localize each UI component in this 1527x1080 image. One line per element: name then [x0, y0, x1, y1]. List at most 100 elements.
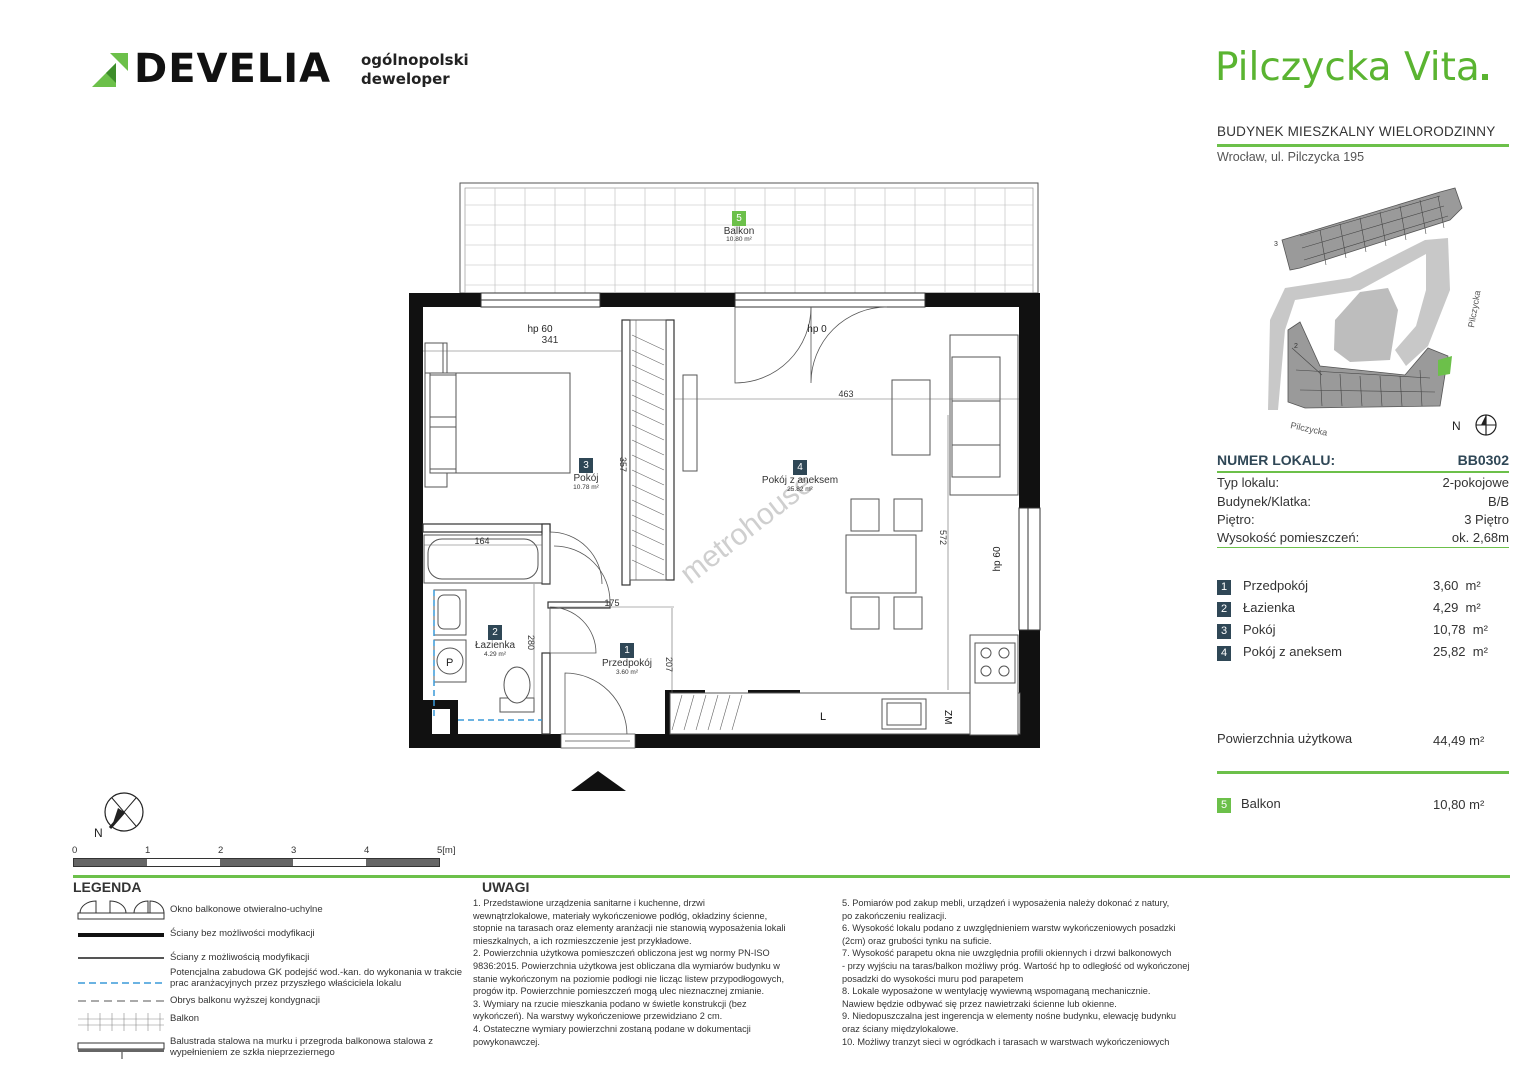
- room-4-area: 25.82 m²: [787, 486, 813, 493]
- site-map-highlight-unit: [1438, 356, 1452, 376]
- note-line: 1. Przedstawione urządzenia sanitarne i …: [473, 898, 705, 908]
- room-area-name: Łazienka: [1243, 600, 1296, 615]
- legend-item: Ściany z możliwością modyfikacji: [170, 952, 310, 963]
- project-name: Pilczycka Vita: [1215, 45, 1480, 90]
- project-address: Wrocław, ul. Pilczycka 195: [1217, 150, 1365, 164]
- note-line: stopnie na tarasach oraz elementy aranża…: [473, 923, 786, 934]
- room-3-num: 3: [579, 458, 593, 473]
- nightstand: [424, 342, 444, 374]
- dim-357: 357: [618, 457, 628, 472]
- site-map-courtyard-building: [1334, 288, 1398, 362]
- room-area-num: 2: [1217, 602, 1231, 617]
- room-area-value: 4,29: [1433, 600, 1459, 615]
- hp-label-mid: hp 0: [807, 324, 827, 335]
- tv-cabinet: [682, 374, 698, 472]
- unit-number-label: NUMER LOKALU:: [1217, 452, 1336, 468]
- room-2-area: 4.29 m²: [483, 651, 507, 658]
- room-area-unit: m²: [1472, 644, 1488, 659]
- header-rule: [1217, 144, 1509, 147]
- note-line: 10. Możliwy tranzyt sieci w ogródkach i …: [842, 1036, 1170, 1047]
- legend-item: Obrys balkonu wyższej kondygnacji: [170, 995, 320, 1006]
- north-label: N: [94, 826, 103, 840]
- room-3-name: Pokój: [573, 473, 599, 484]
- entrance-door: [560, 733, 636, 749]
- kitchen-cabinet-hatch: [671, 694, 743, 731]
- note-line: 6. Wysokość lokalu podano z uwzględnieni…: [842, 923, 1176, 934]
- fridge-mark: L: [820, 711, 826, 723]
- usable-area-value: 44,49 m²: [1433, 733, 1485, 748]
- room-1-name: Przedpokój: [601, 658, 653, 669]
- scale-bar: [73, 858, 440, 867]
- site-map-street-right: Pilczycka: [1466, 290, 1482, 329]
- unit-detail-row: Wysokość pomieszczeń: ok. 2,68m: [1217, 530, 1509, 545]
- room-2-name: Łazienka: [474, 640, 516, 651]
- room-area-name: Pokój z aneksem: [1243, 644, 1342, 659]
- room-area-num: 1: [1217, 580, 1231, 595]
- kitchen-counter: [669, 634, 1021, 736]
- room-4-name: Pokój z aneksem: [761, 475, 839, 486]
- note-line: po zakończeniu realizacji.: [842, 910, 947, 921]
- sofa: [949, 334, 1019, 496]
- room-area-row: 3 Pokój 10,78 m²: [1217, 622, 1488, 639]
- unit-detail-value: 3 Piętro: [1464, 512, 1509, 527]
- room-area-row: 2 Łazienka 4,29 m²: [1217, 600, 1487, 617]
- north-arrow-icon: [104, 792, 144, 832]
- unit-detail-key: Wysokość pomieszczeń:: [1217, 530, 1360, 545]
- note-line: 9. Niedopuszczalna jest ingerencja w ele…: [842, 1011, 1177, 1022]
- unit-detail-value: ok. 2,68m: [1451, 530, 1509, 545]
- balcony-label: 5 Balkon 10.80 m²: [709, 211, 769, 243]
- dim-280: 280: [526, 635, 536, 650]
- load-bearing-walls: [409, 293, 1040, 748]
- legend-title: LEGENDA: [73, 879, 142, 895]
- usable-area-label: Powierzchnia użytkowa: [1217, 731, 1353, 746]
- unit-number-row: NUMER LOKALU: BB0302: [1217, 450, 1509, 470]
- room-area-unit: m²: [1472, 622, 1488, 637]
- unit-detail-key: Typ lokalu:: [1217, 475, 1280, 490]
- unit-number-rule: [1217, 471, 1509, 473]
- room-area-num: 3: [1217, 624, 1231, 639]
- note-line: mieszkalnych, a ich rozmieszczenie jest …: [473, 935, 692, 946]
- site-map-building-north: [1281, 187, 1463, 271]
- room-area-value: 10,78: [1433, 622, 1466, 637]
- room-3-label: 3 Pokój 10.78 m²: [556, 458, 616, 491]
- window-top-right: [734, 292, 926, 308]
- room-area-unit: m²: [1465, 578, 1481, 593]
- legend-item: Balkon: [170, 1013, 200, 1024]
- note-line: oraz ściany międzylokalowe.: [842, 1023, 959, 1034]
- floor-plan: L ZM P m: [409, 182, 1041, 791]
- room-area-name: Pokój: [1243, 622, 1276, 637]
- scale-tick: 0: [72, 845, 78, 856]
- legend-balcony-icon: [78, 1013, 164, 1031]
- dim-207: 207: [664, 657, 674, 672]
- note-line: progów itp. Powierzchnie pomieszczeń mog…: [473, 986, 765, 997]
- balcony-area-num: 5: [1217, 798, 1231, 813]
- window-top-left: [480, 292, 601, 308]
- scale-tick: 5[m]: [437, 845, 456, 856]
- site-map-building-south: [1287, 321, 1449, 409]
- room-1-area: 3.60 m²: [615, 669, 639, 676]
- room-4-label: 4 Pokój z aneksem 25.82 m²: [740, 460, 860, 493]
- legend-item: Potencjalna zabudowa GK podejść wod.-kan…: [170, 967, 463, 989]
- site-map-building-south-grid: [1291, 347, 1436, 407]
- scale-tick: 2: [218, 845, 224, 856]
- hp-label-right: hp 60: [992, 546, 1003, 571]
- balcony-area-value: 10,80 m²: [1433, 797, 1485, 812]
- site-map-label-1: 3: [1274, 241, 1278, 248]
- unit-detail-row: Typ lokalu:2-pokojowe: [1217, 475, 1509, 490]
- window-right: [1018, 507, 1041, 631]
- dim-463: 463: [838, 389, 853, 399]
- notes-title: UWAGI: [482, 879, 530, 895]
- room-3-area: 10.78 m²: [573, 484, 599, 491]
- footer-rule: [73, 875, 1510, 878]
- dishwasher-mark: ZM: [942, 710, 953, 724]
- note-line: 8. Lokale wyposażone w wentylację wywiew…: [842, 986, 1151, 997]
- note-line: posadzki do wysokości muru pod parapetem: [842, 973, 1024, 984]
- unit-detail-value: B/B: [1488, 494, 1509, 509]
- room-area-unit: m²: [1465, 600, 1481, 615]
- dim-175: 175: [604, 598, 619, 608]
- usable-area-rule: [1217, 771, 1509, 774]
- bathtub: [423, 534, 543, 584]
- room-area-value: 3,60: [1433, 578, 1459, 593]
- room-1-num: 1: [620, 643, 634, 658]
